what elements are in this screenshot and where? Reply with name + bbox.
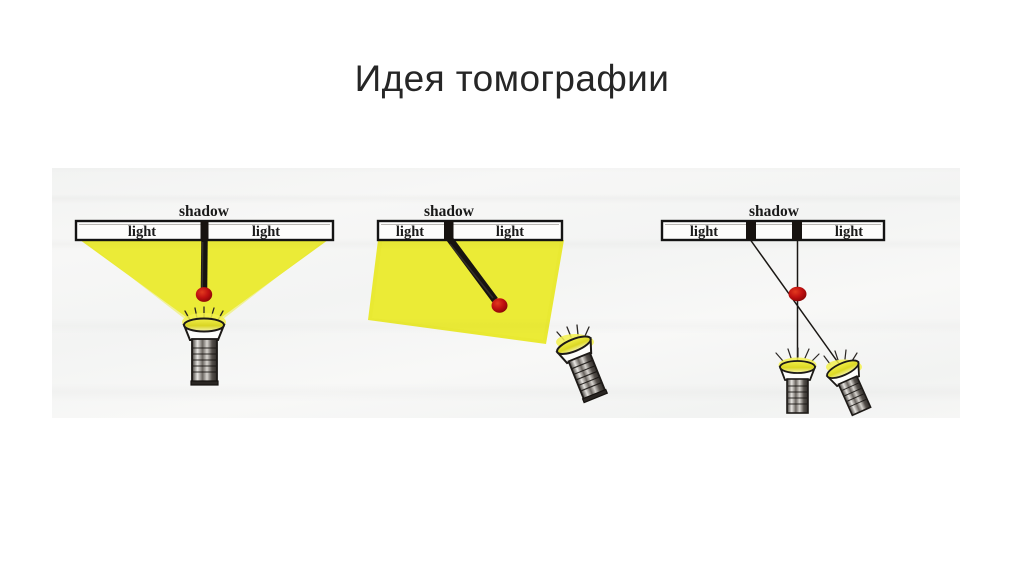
panel-2-light-right-label: light — [496, 224, 524, 240]
panel-2-light-beam — [368, 240, 564, 344]
panel-3-ray-diagonal — [749, 239, 843, 369]
panel-2-shadow-label: shadow — [424, 203, 475, 220]
panel-2-light-beam-soft — [372, 242, 560, 340]
panel-2-light-left-label: light — [396, 224, 424, 240]
panel-3-shadow-mark-right — [792, 221, 802, 240]
panel-1-shadow-ray — [200, 237, 208, 291]
panel-3-screen-strip — [660, 219, 886, 242]
panel-1-shadow-label: shadow — [179, 203, 230, 220]
panel-3-flashlight-sparkles-left — [775, 347, 820, 362]
panel-2: shadow light light — [368, 203, 609, 404]
panel-3-flashlight-right — [825, 359, 872, 417]
page-title: Идея томографии — [354, 58, 670, 99]
panel-3-light-right-label: light — [835, 224, 863, 240]
panel-1-object-dot — [195, 287, 213, 302]
panel-3-flashlight-left — [778, 360, 817, 414]
panel-3-light-left-label: light — [690, 224, 718, 240]
panel-2-flashlight — [555, 335, 609, 404]
panel-3-shadow-mark-left — [746, 221, 756, 240]
panel-2-shadow-ray-texture — [449, 243, 494, 299]
panel-1-shadow-mark — [200, 221, 209, 240]
panel-2-screen-strip — [376, 219, 564, 242]
panel-3-object-dot — [788, 286, 807, 302]
panel-3-shadow-label: shadow — [749, 203, 800, 220]
panel-1-light-right-label: light — [252, 224, 280, 240]
panel-1: shadow light light — [74, 203, 335, 386]
panel-1-flashlight — [182, 317, 226, 386]
panel-3: shadow light light — [660, 203, 886, 417]
panel-1-light-left-label: light — [128, 224, 156, 240]
panel-2-shadow-mark — [444, 221, 454, 240]
figure-scanned-illustration: shadow light light — [52, 168, 960, 418]
figure-svg: shadow light light — [74, 203, 886, 417]
panel-2-object-dot — [491, 298, 508, 313]
